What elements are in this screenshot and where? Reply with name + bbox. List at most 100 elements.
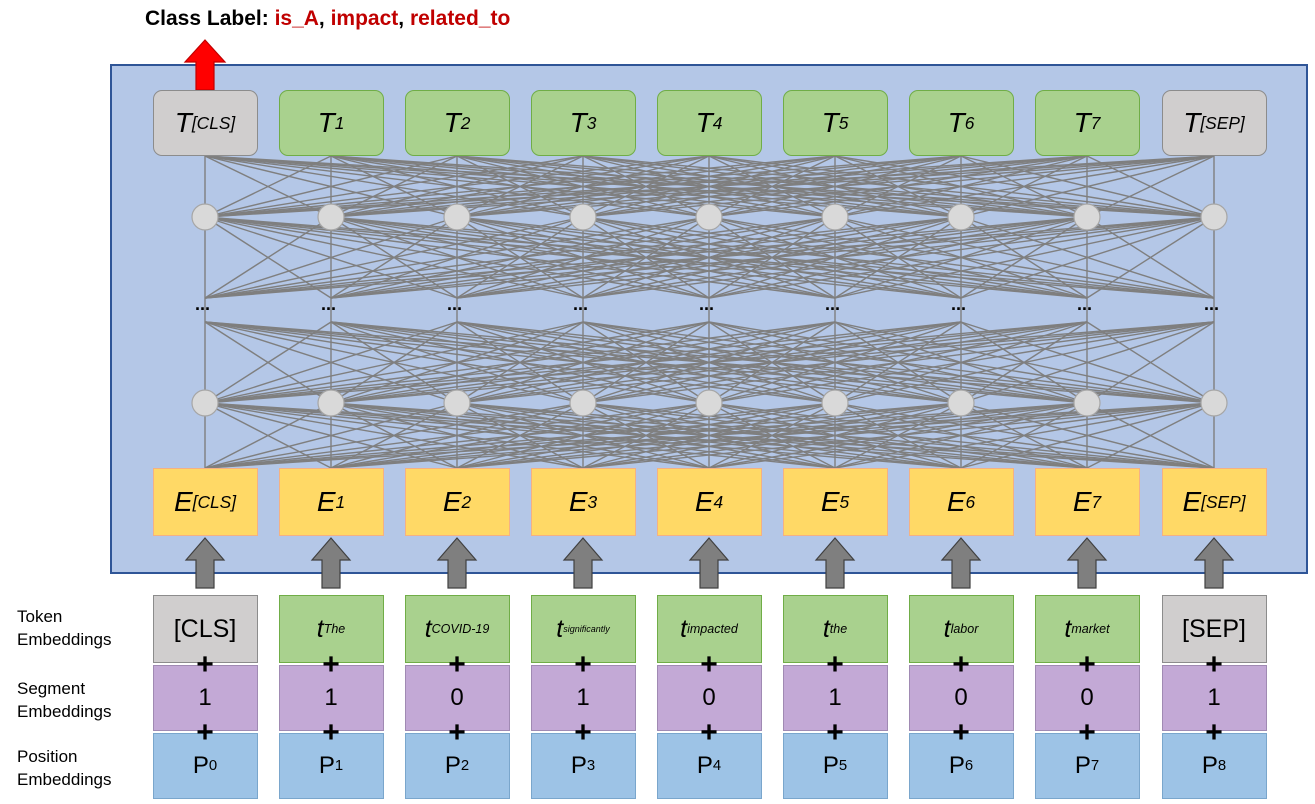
connection-line xyxy=(204,321,1215,404)
plus-sign-1-5: + xyxy=(826,716,844,749)
connection-line xyxy=(204,402,836,469)
connection-line xyxy=(834,402,1215,469)
connection-line xyxy=(960,155,1215,218)
connection-line xyxy=(204,216,584,299)
output-arrow-icon xyxy=(183,39,227,91)
position-embedding-base: P xyxy=(192,752,209,779)
hidden-node-lower-8 xyxy=(1200,389,1228,417)
position-embeddings-row-label: Position Embeddings xyxy=(17,747,112,789)
connection-line xyxy=(708,155,1215,218)
connection-line xyxy=(204,321,584,404)
hidden-node-upper-7 xyxy=(1073,203,1101,231)
segment-embedding-value: 0 xyxy=(450,684,464,711)
connection-line xyxy=(204,155,836,218)
hidden-node-upper-2 xyxy=(443,203,471,231)
token-embedding-base: t xyxy=(424,614,432,643)
input-embedding-base: E xyxy=(946,486,966,517)
token-embedding-base: t xyxy=(822,614,830,643)
connection-line xyxy=(204,155,1215,218)
hidden-node-upper-4 xyxy=(695,203,723,231)
segment-embedding-3: 1 xyxy=(530,665,636,731)
token-embedding-base: t xyxy=(316,614,324,643)
position-embedding-base: P xyxy=(318,752,335,779)
connection-line xyxy=(834,155,1215,218)
output-token-base: T xyxy=(317,107,335,138)
position-embedding-base: P xyxy=(1074,752,1091,779)
connection-line xyxy=(204,321,710,404)
token-embedding-base: t xyxy=(1064,614,1072,643)
connection-line xyxy=(204,155,584,218)
output-token-base: T xyxy=(569,107,587,138)
position-embedding-base: P xyxy=(696,752,713,779)
plus-sign-0-8: + xyxy=(1205,648,1223,681)
input-embedding-base: E xyxy=(442,486,462,517)
hidden-node-lower-4 xyxy=(695,389,723,417)
plus-sign-0-1: + xyxy=(322,648,340,681)
connection-line xyxy=(204,216,332,299)
layer-ellipsis-3: ... xyxy=(573,294,589,314)
connection-line xyxy=(582,155,1215,218)
connection-line xyxy=(204,216,458,299)
up-arrow-icon-5 xyxy=(814,537,856,589)
class-label-title: Class Label: is_A, impact, related_to xyxy=(145,4,510,34)
position-embedding-base: P xyxy=(822,752,839,779)
input-embedding-base: E xyxy=(1072,486,1092,517)
hidden-node-lower-3 xyxy=(569,389,597,417)
segment-embedding-value: 0 xyxy=(954,684,968,711)
token-embedding-base: t xyxy=(943,614,951,643)
connection-line xyxy=(204,402,710,469)
hidden-node-upper-8 xyxy=(1200,203,1228,231)
connection-line xyxy=(204,321,1088,404)
layer-ellipsis-7: ... xyxy=(1077,294,1093,314)
connection-line xyxy=(204,155,710,218)
layer-ellipsis-8: ... xyxy=(1204,294,1220,314)
connection-line xyxy=(204,216,1088,299)
up-arrow-icon-2 xyxy=(436,537,478,589)
plus-sign-1-3: + xyxy=(574,716,592,749)
input-embedding-base: E xyxy=(820,486,840,517)
output-token-base: T xyxy=(947,107,965,138)
plus-sign-1-0: + xyxy=(196,716,214,749)
segment-embedding-7: 0 xyxy=(1034,665,1140,731)
connection-line xyxy=(204,402,584,469)
connection-line xyxy=(960,402,1215,469)
plus-sign-0-7: + xyxy=(1078,648,1096,681)
connection-line xyxy=(330,216,1215,299)
connection-line xyxy=(204,321,458,404)
hidden-node-lower-7 xyxy=(1073,389,1101,417)
up-arrow-icon-4 xyxy=(688,537,730,589)
segment-embedding-5: 1 xyxy=(782,665,888,731)
layer-ellipsis-4: ... xyxy=(699,294,715,314)
connection-line xyxy=(582,216,1215,299)
segment-embedding-value: 1 xyxy=(828,684,842,711)
hidden-node-upper-3 xyxy=(569,203,597,231)
hidden-node-lower-2 xyxy=(443,389,471,417)
up-arrow-icon-1 xyxy=(310,537,352,589)
up-arrow-icon-7 xyxy=(1066,537,1108,589)
connection-line xyxy=(204,402,458,469)
plus-sign-1-7: + xyxy=(1078,716,1096,749)
connection-line xyxy=(582,402,1215,469)
position-embedding-base: P xyxy=(948,752,965,779)
plus-sign-0-5: + xyxy=(826,648,844,681)
segment-embedding-value: 0 xyxy=(702,684,716,711)
